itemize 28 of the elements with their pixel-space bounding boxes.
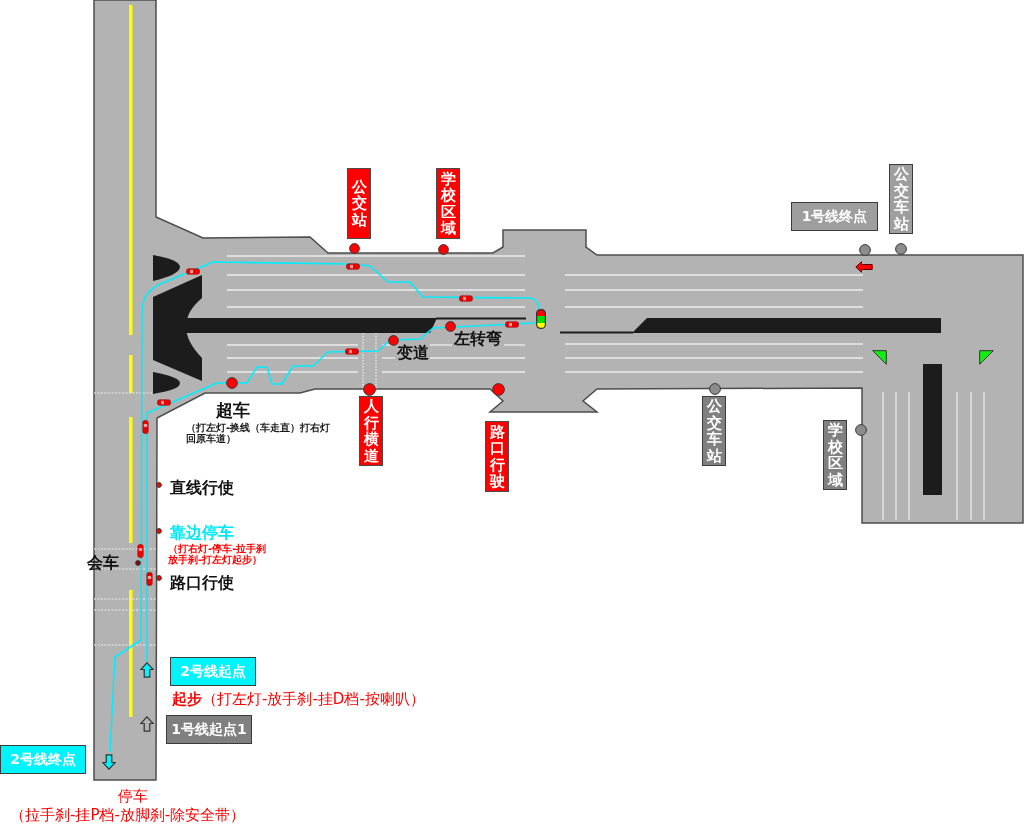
maneuver-label: 停车: [118, 788, 148, 806]
instruction-note: （打左灯-换线（车走直）打右灯回原车道）: [186, 423, 332, 444]
sign-board: [0, 745, 86, 774]
sign-board: [166, 715, 252, 744]
sign-board: [347, 168, 371, 239]
maneuver-label: 靠边停车: [170, 524, 234, 543]
sign-text: 1号线终点: [801, 208, 868, 225]
sign-text: 2号线终点: [10, 751, 76, 768]
sign-text: 学校区域: [440, 170, 456, 237]
maneuver-label: 路口行使: [170, 574, 234, 593]
sign-text: 公交车站: [893, 166, 909, 232]
maneuver-label: 直线行使: [170, 479, 234, 498]
sign-text: 1号线起点1: [171, 721, 247, 738]
instruction-note: 起步（打左灯-放手刹-挂D档-按喇叭）: [172, 691, 425, 709]
sign-text: 路口行驶: [489, 423, 505, 490]
instruction-note: （打右灯-停车-拉手刹放手刹-打左灯起步）: [168, 544, 268, 565]
sign-board: [170, 657, 256, 686]
sign-text: 2号线起点: [180, 663, 246, 680]
sign-text: 公交车站: [706, 398, 722, 464]
instruction-note: （拉手刹-挂P档-放脚刹-除安全带）: [10, 807, 246, 825]
sign-text: 学校区域: [827, 422, 843, 488]
sign-text: 公交站: [351, 178, 367, 229]
maneuver-label: 左转弯: [454, 330, 502, 349]
maneuver-label: 超车: [216, 401, 250, 421]
sign-text: 人行横道: [363, 398, 379, 464]
sign-board: [791, 202, 878, 231]
maneuver-label: 变道: [397, 344, 429, 363]
maneuver-label: 会车: [87, 554, 119, 573]
